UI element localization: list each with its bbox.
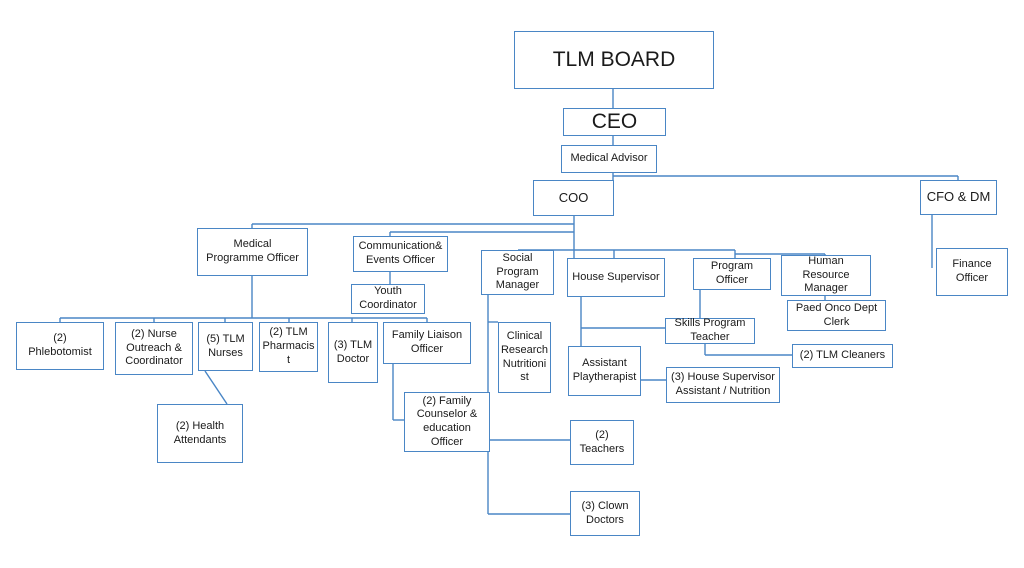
house-supervisor-assistant-box: (3) House Supervisor Assistant / Nutriti… xyxy=(666,367,780,403)
nurse-outreach-box: (2) Nurse Outreach & Coordinator xyxy=(115,322,193,375)
hr-manager-box: Human Resource Manager xyxy=(781,255,871,296)
youth-coordinator-box: Youth Coordinator xyxy=(351,284,425,314)
skills-program-teacher-box: Skills Program Teacher xyxy=(665,317,755,344)
communication-events-officer-box: Communication& Events Officer xyxy=(353,236,448,272)
ceo-box: CEO xyxy=(563,108,666,136)
family-counselor-box: (2) Family Counselor & education Officer xyxy=(404,392,490,452)
medical-programme-officer-box: Medical Programme Officer xyxy=(197,228,308,276)
assistant-playtherapist-box: Assistant Playtherapist xyxy=(568,346,641,396)
clown-doctors-box: (3) Clown Doctors xyxy=(570,491,640,536)
tlm-board-box: TLM BOARD xyxy=(514,31,714,89)
social-program-manager-box: Social Program Manager xyxy=(481,250,554,295)
paed-onco-clerk-box: Paed Onco Dept Clerk xyxy=(787,300,886,331)
family-liaison-officer-box: Family Liaison Officer xyxy=(383,322,471,364)
phlebotomist-box: (2) Phlebotomist xyxy=(16,322,104,370)
program-officer-box: Program Officer xyxy=(693,258,771,290)
tlm-nurses-box: (5) TLM Nurses xyxy=(198,322,253,371)
tlm-doctor-box: (3) TLM Doctor xyxy=(328,322,378,383)
clinical-research-nutritionist-box: Clinical Research Nutritioni st xyxy=(498,322,551,393)
health-attendants-box: (2) Health Attendants xyxy=(157,404,243,463)
house-supervisor-box: House Supervisor xyxy=(567,258,665,297)
coo-box: COO xyxy=(533,180,614,216)
finance-officer-box: Finance Officer xyxy=(936,248,1008,296)
teachers-box: (2) Teachers xyxy=(570,420,634,465)
medical-advisor-box: Medical Advisor xyxy=(561,145,657,173)
tlm-pharmacist-box: (2) TLM Pharmacis t xyxy=(259,322,318,372)
tlm-cleaners-box: (2) TLM Cleaners xyxy=(792,344,893,368)
cfo-box: CFO & DM xyxy=(920,180,997,215)
